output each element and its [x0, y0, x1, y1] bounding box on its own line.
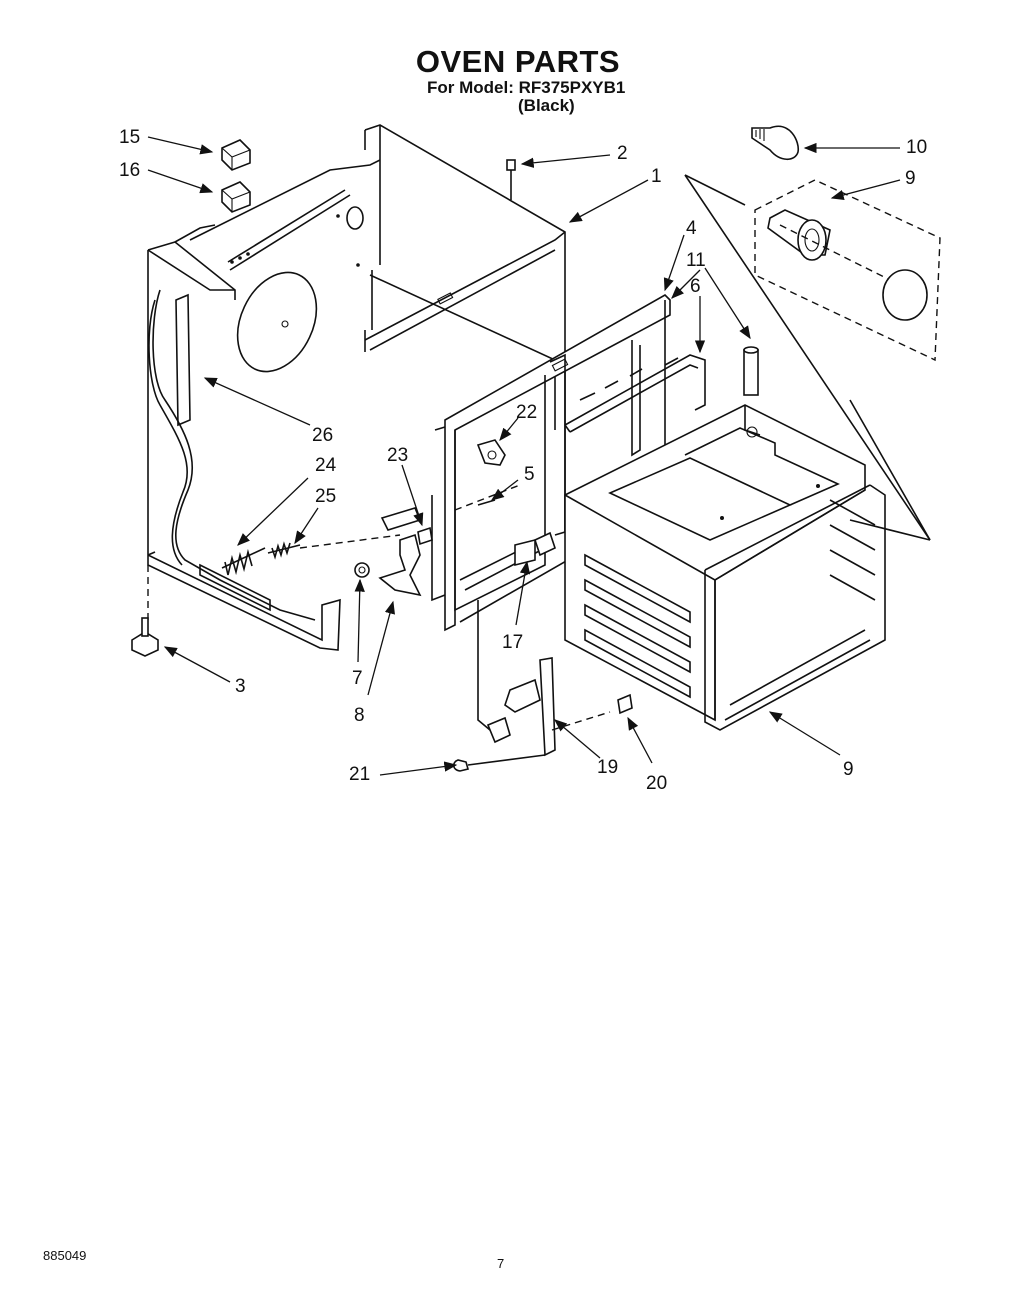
callout-5: 5	[524, 464, 535, 485]
oven-liner	[564, 346, 886, 731]
oven-rack-supports	[564, 354, 706, 433]
light-assembly	[684, 125, 941, 541]
callout-9-label: 9	[843, 759, 854, 780]
callout-22: 24	[315, 455, 337, 476]
model-line: For Model: RF375PXYB1	[427, 78, 626, 97]
callout-arrows	[147, 136, 901, 776]
callout-17: 15	[119, 127, 140, 148]
callout-7: 7	[352, 668, 363, 689]
callout-21: 21	[349, 764, 370, 785]
callout-25: 22	[516, 402, 537, 423]
callout-4: 4	[686, 218, 697, 239]
screw-part-2	[506, 159, 516, 200]
page-number: 7	[497, 1256, 505, 1271]
callout-16: 11	[686, 250, 706, 271]
leveling-leg	[131, 617, 159, 657]
color-line: (Black)	[518, 96, 575, 115]
callout-11: 10	[906, 137, 927, 158]
bracket-part-15	[514, 531, 556, 567]
diagram-code: 885049	[43, 1248, 87, 1263]
callout-1: 1	[651, 166, 662, 187]
callout-15: 17	[502, 632, 523, 653]
callout-18: 16	[119, 160, 140, 181]
lower-bracket-parts	[452, 600, 633, 772]
callout-23: 25	[315, 486, 336, 507]
callout-26: 23	[387, 445, 408, 466]
callout-20: 20	[646, 773, 667, 794]
ignition-parts	[221, 507, 433, 597]
callout-2: 2	[617, 143, 628, 164]
page-title: OVEN PARTS	[415, 44, 621, 79]
callout-10: 9	[905, 168, 916, 189]
callout-19: 19	[597, 757, 618, 778]
switch-blocks	[221, 139, 251, 213]
callout-8: 8	[354, 705, 365, 726]
callout-6: 6	[690, 276, 701, 297]
burner-parts	[454, 439, 521, 511]
callout-3: 3	[235, 676, 246, 697]
callout-labels: 15 16 2 1 4 11 6 10 9 26 24 25 23 22 5 3…	[119, 127, 927, 794]
oven-back-and-side-panel	[147, 124, 566, 651]
callout-24: 26	[312, 425, 333, 446]
